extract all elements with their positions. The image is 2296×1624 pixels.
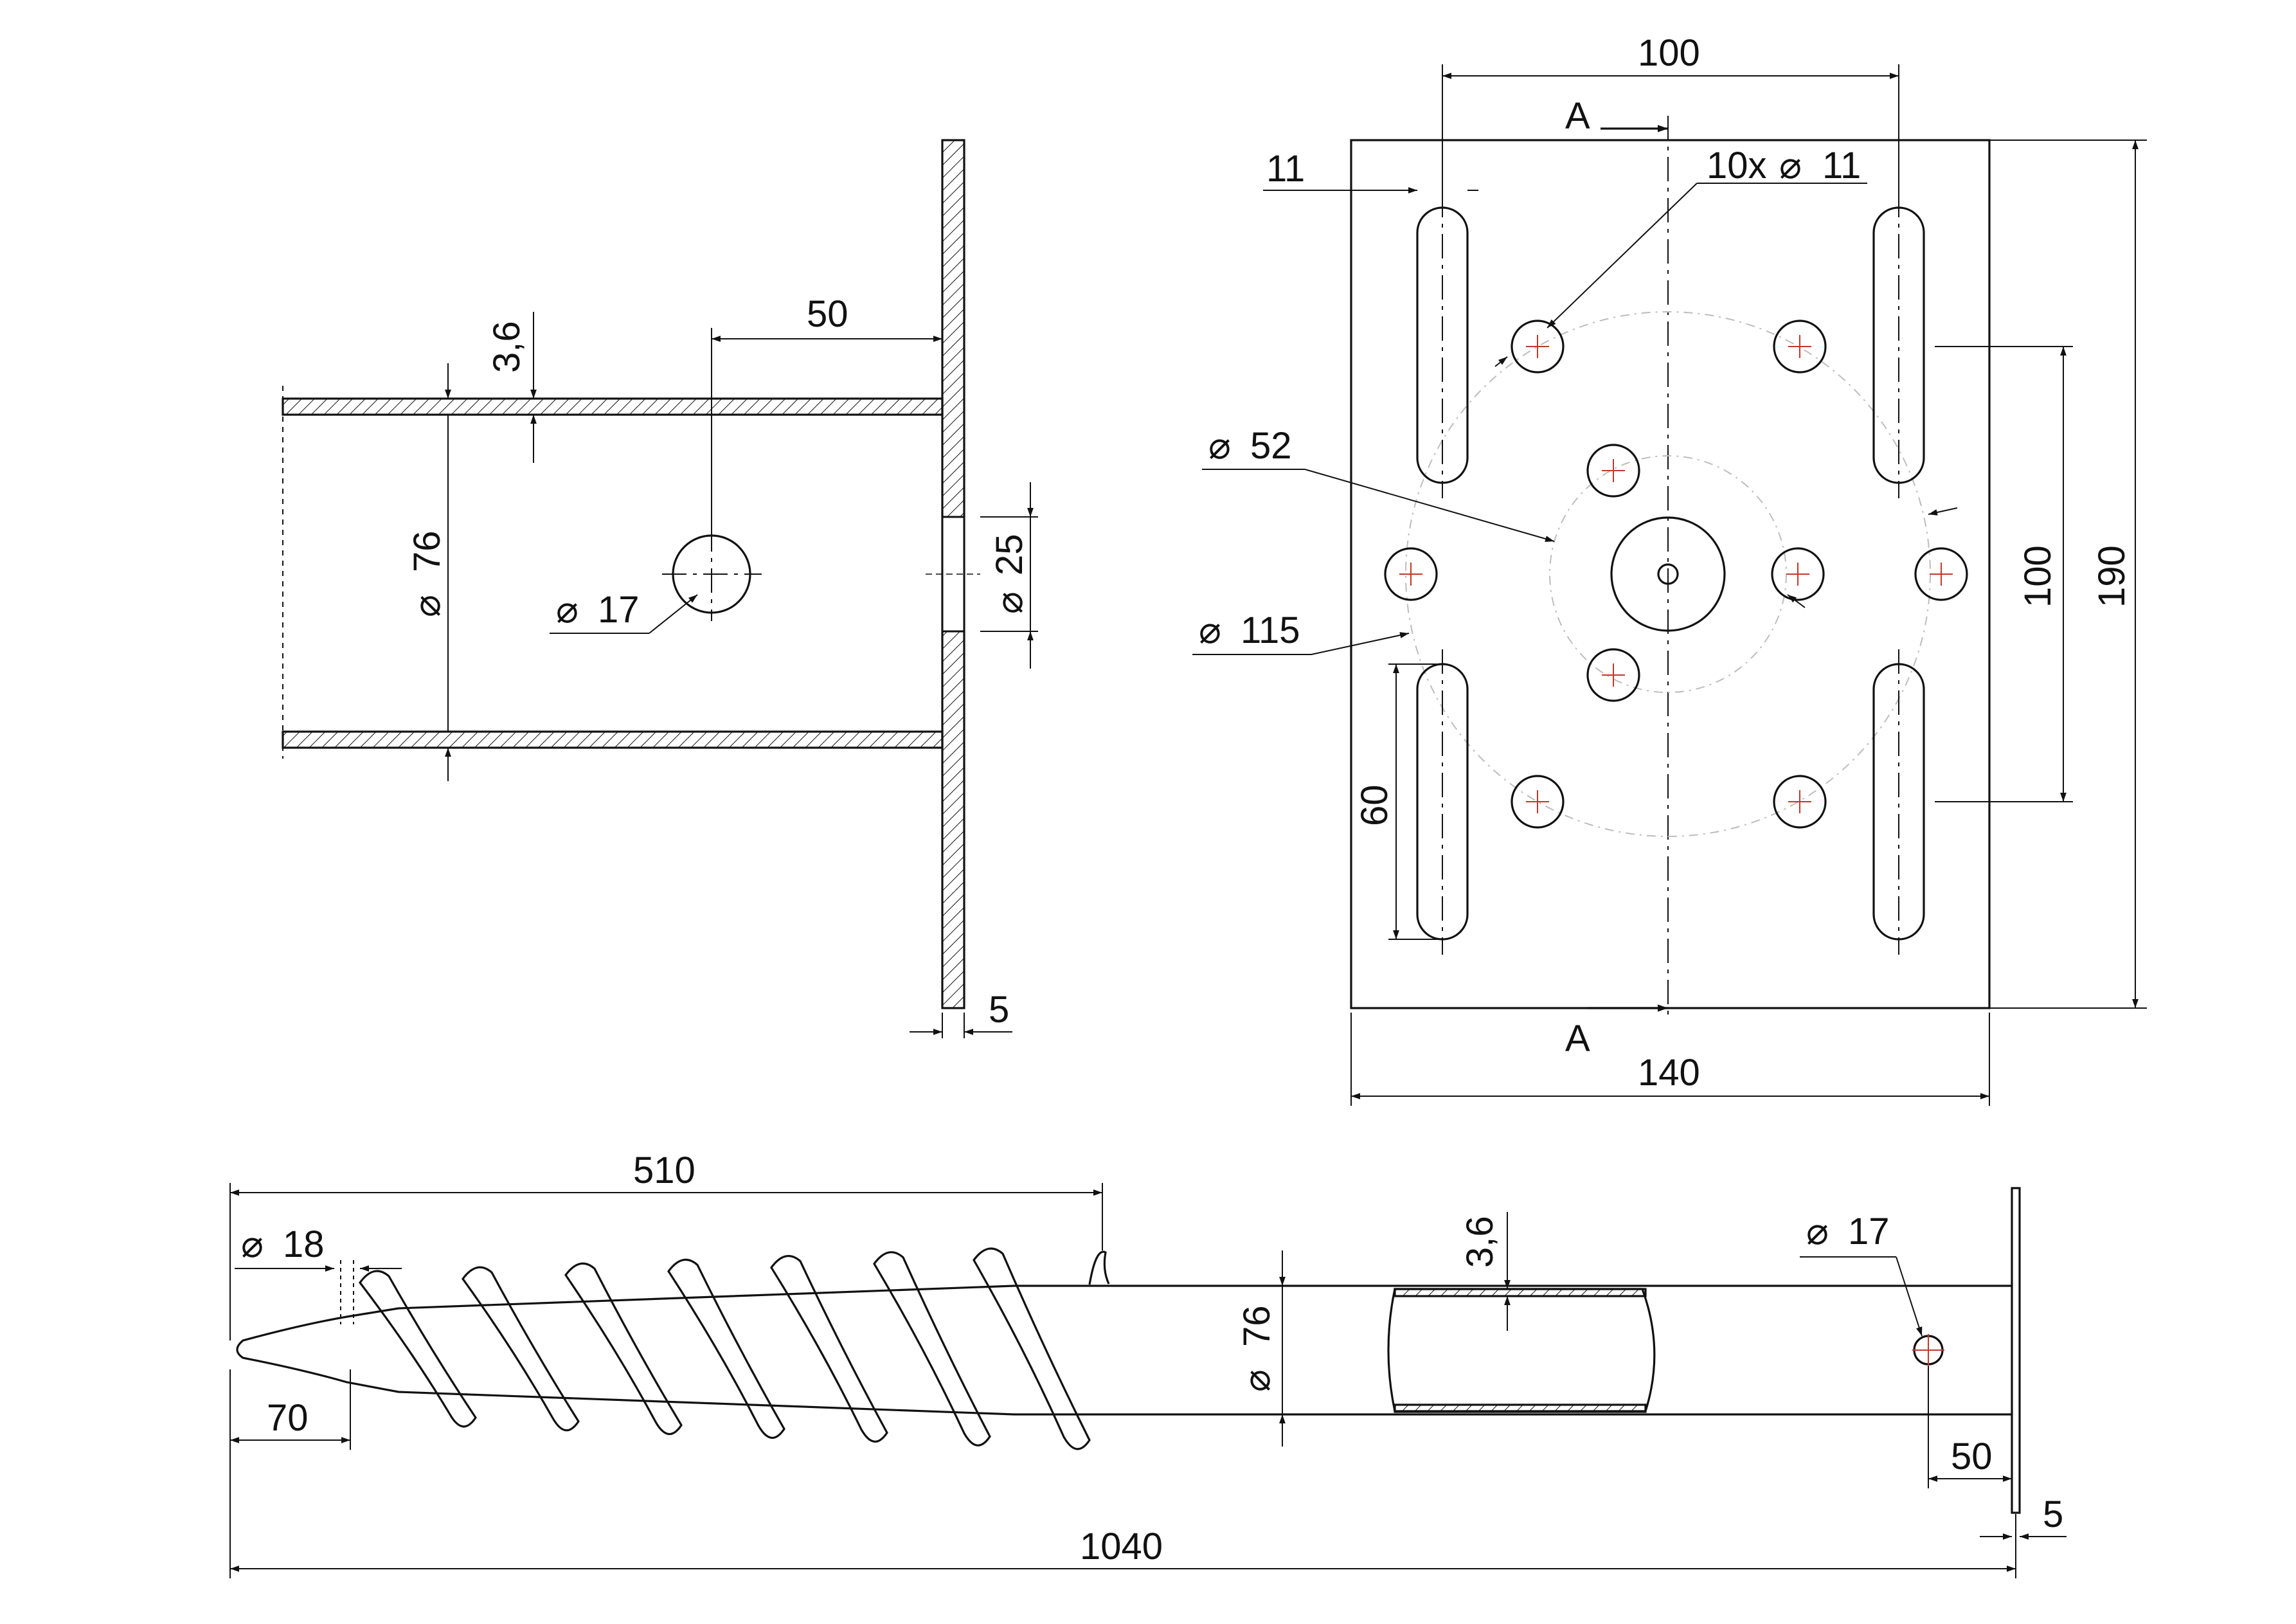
screw-flight — [873, 1251, 991, 1447]
section-view: 3,6 50 ⌀ 76 ⌀ 17 ⌀ 25 5 — [282, 139, 1038, 1038]
diameter-symbol: ⌀ — [556, 589, 578, 631]
bolt-hole — [1773, 775, 1827, 829]
section-tube-diameter-label: 76 — [406, 530, 448, 572]
screw-cutaway — [1387, 1288, 1656, 1412]
center-boss — [1610, 516, 1726, 632]
screw-flight — [462, 1266, 580, 1432]
screw-flight-end — [1088, 1250, 1110, 1285]
section-center-hole-label: 25 — [989, 534, 1030, 575]
hole-spacing-label: 100 — [2017, 545, 2059, 608]
hole-count-label: 10x — [1707, 145, 1767, 186]
spiral-length-label: 510 — [633, 1150, 695, 1191]
screw-hole-offset-label: 50 — [1951, 1436, 1993, 1477]
screw-flight — [667, 1258, 785, 1439]
diameter-symbol: ⌀ — [1779, 145, 1802, 186]
diameter-symbol: ⌀ — [241, 1223, 264, 1265]
bolt-hole — [1773, 320, 1827, 374]
bolt-hole — [1511, 320, 1565, 374]
bolt-hole — [1384, 547, 1438, 601]
section-label-bottom: A — [1565, 1018, 1590, 1060]
section-hole-diameter-label: 17 — [598, 589, 640, 631]
tip-diameter-label: 18 — [283, 1223, 325, 1265]
plate-view: A A 100 11 10x ⌀ 11 ⌀ 52 ⌀ 115 — [1192, 32, 2147, 1106]
section-tube-bottom-wall — [282, 730, 944, 749]
inner-pcd-label: 52 — [1250, 425, 1292, 467]
bolt-hole — [1586, 648, 1640, 702]
section-label-top: A — [1565, 95, 1590, 137]
diameter-symbol: ⌀ — [1806, 1211, 1829, 1252]
diameter-symbol: ⌀ — [1236, 1369, 1278, 1392]
section-tube-top-wall — [282, 397, 944, 416]
screw-end-plate — [2011, 1187, 2021, 1514]
plate-height-label: 190 — [2091, 545, 2133, 608]
slot-spacing-label: 100 — [1638, 32, 1700, 74]
screw-cone — [236, 1285, 1015, 1416]
slot-length-label: 60 — [1354, 784, 1395, 826]
plate-width-label: 140 — [1638, 1052, 1700, 1094]
screw-flight — [770, 1254, 888, 1443]
screw-plate-thickness-label: 5 — [2043, 1493, 2063, 1535]
diameter-symbol: ⌀ — [1208, 425, 1231, 467]
screw-hole-diameter-label: 17 — [1848, 1211, 1890, 1252]
bolt-hole — [1586, 444, 1640, 498]
section-hole-offset-label: 50 — [807, 293, 848, 335]
center-hole — [1657, 563, 1679, 585]
bolt-holes — [1384, 320, 1968, 829]
diameter-symbol: ⌀ — [406, 595, 448, 617]
hole-diameter-label: 11 — [1822, 145, 1861, 186]
screw-flight — [564, 1262, 683, 1436]
diameter-symbol: ⌀ — [989, 591, 1030, 614]
base-plate — [1350, 139, 1991, 1009]
screw-view: 510 ⌀ 18 70 3,6 ⌀ 76 ⌀ 17 50 5 — [229, 1150, 2067, 1578]
outer-pcd-label: 115 — [1241, 609, 1300, 651]
tip-length-label: 70 — [267, 1397, 309, 1439]
screw-flights — [359, 1247, 1110, 1450]
bolt-hole — [1914, 547, 1968, 601]
bolt-hole — [1771, 547, 1825, 601]
screw-flight — [973, 1247, 1091, 1450]
screw-wall-thickness-label: 3,6 — [1459, 1216, 1501, 1268]
total-length-label: 1040 — [1080, 1526, 1163, 1567]
section-wall-thickness-label: 3,6 — [486, 321, 528, 373]
screw-flight — [359, 1270, 477, 1428]
section-plate-thickness-label: 5 — [989, 989, 1009, 1031]
screw-tube-diameter-label: 76 — [1236, 1305, 1278, 1347]
diameter-symbol: ⌀ — [1199, 609, 1221, 651]
slot-width-label: 11 — [1266, 148, 1305, 190]
bolt-hole — [1511, 775, 1565, 829]
